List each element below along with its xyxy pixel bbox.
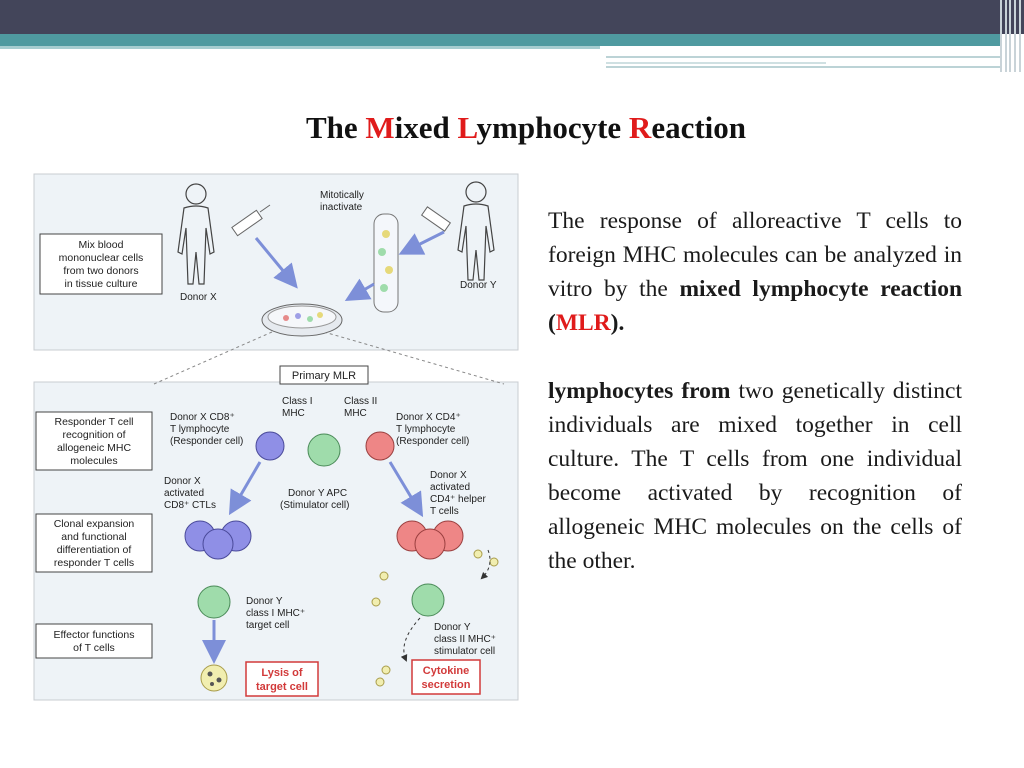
donor-y-label: Donor Y: [460, 280, 497, 291]
cd4-t-cell: [365, 431, 395, 461]
petri-dish-icon: [261, 303, 343, 337]
svg-text:MHC: MHC: [344, 408, 367, 419]
mlr-diagram: Donor X Donor Y Mitotically inactivate M…: [33, 173, 519, 701]
responder-box: [35, 411, 153, 471]
accent-line: [606, 56, 1001, 58]
svg-text:stimulator cell: stimulator cell: [434, 646, 495, 657]
teal-band: [0, 34, 1000, 46]
svg-text:and functional: and functional: [61, 531, 126, 543]
svg-text:Class I: Class I: [282, 396, 313, 407]
svg-text:secretion: secretion: [422, 679, 471, 691]
svg-text:class I MHC⁺: class I MHC⁺: [246, 608, 305, 619]
svg-text:responder T cells: responder T cells: [54, 557, 134, 569]
syringe-icon: [420, 206, 452, 232]
svg-text:T lymphocyte: T lymphocyte: [396, 424, 456, 435]
svg-text:of T cells: of T cells: [73, 642, 115, 654]
primary-mlr-box: [279, 365, 369, 385]
svg-text:T lymphocyte: T lymphocyte: [170, 424, 230, 435]
svg-text:mononuclear cells: mononuclear cells: [59, 252, 144, 264]
effector-box: [35, 623, 153, 659]
svg-text:Class II: Class II: [344, 396, 377, 407]
svg-text:differentiation of: differentiation of: [57, 544, 132, 556]
svg-text:Donor X CD4⁺: Donor X CD4⁺: [396, 412, 461, 423]
cytokine-box: [411, 659, 481, 695]
svg-text:Donor X: Donor X: [164, 476, 201, 487]
svg-text:allogeneic MHC: allogeneic MHC: [57, 442, 132, 454]
test-tube-icon: [373, 213, 399, 313]
svg-text:CD4⁺ helper: CD4⁺ helper: [430, 494, 487, 505]
slide-title: The Mixed Lymphocyte Reaction: [305, 110, 747, 145]
donor-y-figure: [457, 181, 495, 281]
svg-text:Donor Y: Donor Y: [246, 596, 283, 607]
svg-text:target cell: target cell: [256, 681, 308, 693]
corner-stripes: [998, 0, 1024, 72]
svg-text:Primary MLR: Primary MLR: [292, 370, 356, 382]
svg-text:Effector functions: Effector functions: [54, 629, 135, 641]
top-banner: [0, 0, 1024, 34]
lysed-cell-icon: [200, 664, 228, 692]
clonal-box: [35, 513, 153, 573]
svg-text:activated: activated: [164, 488, 204, 499]
svg-text:Lysis of: Lysis of: [261, 667, 302, 679]
svg-text:Mix blood: Mix blood: [79, 239, 124, 251]
svg-text:MHC: MHC: [282, 408, 305, 419]
cd8-ctl-cluster: [184, 520, 252, 560]
svg-text:in tissue culture: in tissue culture: [65, 278, 138, 290]
svg-text:Responder T cell: Responder T cell: [55, 416, 134, 428]
cytokine-dots: [371, 549, 499, 687]
cd8-t-cell: [255, 431, 285, 461]
target-cell: [197, 585, 231, 619]
svg-text:(Responder cell): (Responder cell): [170, 436, 243, 447]
svg-text:molecules: molecules: [70, 455, 117, 467]
paragraph-mlr-description: lymphocytes from two genetically distinc…: [548, 378, 963, 574]
svg-text:(Responder cell): (Responder cell): [396, 436, 469, 447]
mix-box: [39, 233, 163, 295]
mitotically-label: Mitotically: [320, 190, 364, 201]
stimulator-cell: [411, 583, 445, 617]
syringe-icon: [231, 204, 271, 237]
svg-text:from two donors: from two donors: [63, 265, 138, 277]
teal-band-light: [0, 46, 600, 49]
svg-text:recognition of: recognition of: [62, 429, 125, 441]
svg-text:(Stimulator cell): (Stimulator cell): [280, 500, 349, 511]
donor-x-label: Donor X: [180, 292, 217, 303]
svg-text:Donor Y: Donor Y: [434, 622, 471, 633]
svg-text:Donor X: Donor X: [430, 470, 467, 481]
lysis-box: [245, 661, 319, 697]
svg-text:activated: activated: [430, 482, 470, 493]
svg-text:T cells: T cells: [430, 506, 459, 517]
svg-text:Cytokine: Cytokine: [423, 665, 469, 677]
svg-text:class II MHC⁺: class II MHC⁺: [434, 634, 496, 645]
svg-text:Donor X CD8⁺: Donor X CD8⁺: [170, 412, 235, 423]
svg-text:Donor Y APC: Donor Y APC: [288, 488, 347, 499]
donor-x-figure: [177, 183, 215, 285]
svg-text:Clonal expansion: Clonal expansion: [54, 518, 135, 530]
accent-line: [606, 62, 826, 64]
cd4-helper-cluster: [396, 520, 464, 560]
svg-text:CD8⁺ CTLs: CD8⁺ CTLs: [164, 500, 216, 511]
paragraph-mlr-definition: The response of alloreactive T cells to …: [548, 208, 963, 336]
apc-cell: [307, 433, 341, 467]
inactivate-label: inactivate: [320, 202, 363, 213]
accent-line: [606, 66, 1001, 68]
svg-text:target cell: target cell: [246, 620, 289, 631]
